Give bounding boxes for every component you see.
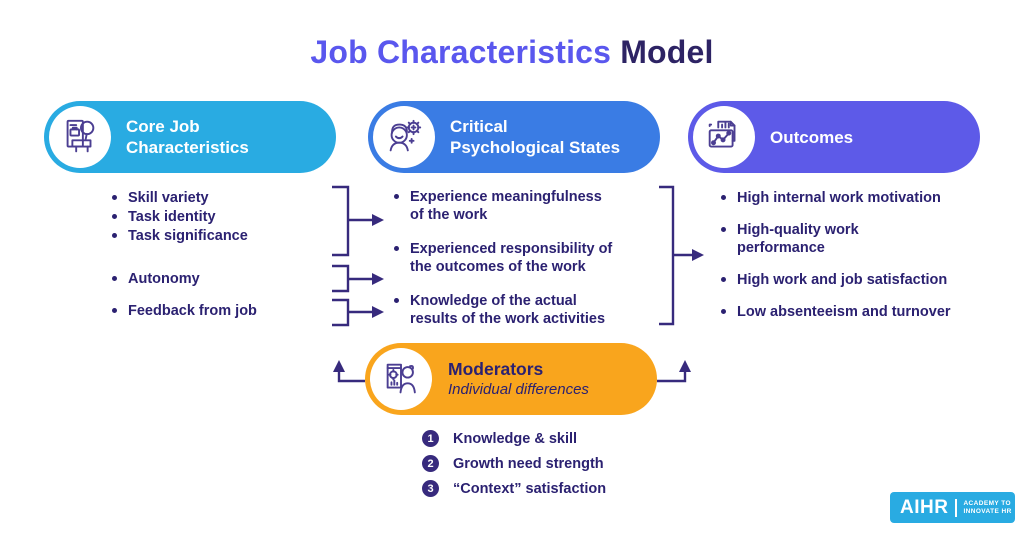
aihr-logo-tagline: ACADEMY TO INNOVATE HR <box>963 500 1011 516</box>
pill-core-title-line2: Characteristics <box>126 138 249 157</box>
pill-psych-title-line1: Critical <box>450 117 508 136</box>
bullet-icon <box>721 309 726 314</box>
list-item: Experience meaningfulness of the work <box>394 188 612 224</box>
bracket-psych-to-outcomes-arrow <box>659 185 704 326</box>
moderator-left-up-arrow <box>333 360 365 383</box>
list-item-text: Skill variety <box>128 190 209 206</box>
outcomes-list: High internal work motivation High-quali… <box>721 189 951 335</box>
moderator-right-up-arrow <box>657 360 691 383</box>
pill-core-title-line1: Core Job <box>126 117 200 136</box>
moderators-list: 1 Knowledge & skill 2 Growth need streng… <box>422 430 606 505</box>
charts-icon <box>693 106 755 168</box>
bullet-icon <box>112 233 117 238</box>
pill-outcomes: Outcomes <box>688 101 980 173</box>
bullet-icon <box>394 194 399 199</box>
list-item-text: Autonomy <box>128 271 200 287</box>
list-item-text: Feedback from job <box>128 303 257 319</box>
pill-psych-title-line2: Psychological States <box>450 138 621 157</box>
logo-divider <box>955 498 958 517</box>
tagline-line1: ACADEMY TO <box>963 499 1011 507</box>
bullet-icon <box>394 298 399 303</box>
moderators-subtitle-text: Individual differences <box>448 381 589 398</box>
list-item-text: “Context” satisfaction <box>453 480 607 497</box>
number-badge: 2 <box>422 455 439 472</box>
list-item-text: Growth need strength <box>453 455 604 472</box>
list-item-text: High internal work motivation <box>737 190 941 206</box>
number-badge: 1 <box>422 430 439 447</box>
bullet-icon <box>112 214 117 219</box>
pill-outcomes-title-line1: Outcomes <box>770 127 854 147</box>
list-item-text: the outcomes of the work <box>410 259 586 275</box>
title-rest: Model <box>620 34 714 70</box>
pill-psych-title: Critical Psychological States <box>450 116 620 158</box>
list-item-text: Knowledge & skill <box>453 430 578 447</box>
list-item-text: Experienced responsibility of <box>410 241 613 257</box>
list-item: 1 Knowledge & skill <box>422 430 606 447</box>
person-gear-icon <box>373 106 435 168</box>
pill-critical-psychological-states: Critical Psychological States <box>368 101 660 173</box>
list-item-text: Low absenteeism and turnover <box>737 304 951 320</box>
list-item: Knowledge of the actual results of the wo… <box>394 292 612 328</box>
list-item-text: results of the work activities <box>410 311 606 327</box>
bullet-icon <box>721 227 726 232</box>
tagline-line2: INNOVATE HR <box>963 507 1012 515</box>
resume-search-icon <box>49 106 111 168</box>
bracket-feedback-arrow <box>332 298 384 327</box>
list-item-text: Task significance <box>128 228 248 244</box>
list-item: Feedback from job <box>112 302 257 320</box>
list-item: Experienced responsibility of the outcome… <box>394 240 612 276</box>
aihr-logo: AIHR ACADEMY TO INNOVATE HR <box>890 492 1015 523</box>
list-item: 3 “Context” satisfaction <box>422 480 606 497</box>
list-item: High internal work motivation <box>721 189 951 207</box>
list-item: Low absenteeism and turnover <box>721 303 951 321</box>
pill-moderators: Moderators Individual differences <box>365 343 657 415</box>
list-item: Task identity <box>112 208 257 226</box>
list-item-text: Experience meaningfulness <box>410 189 602 205</box>
number-badge: 3 <box>422 480 439 497</box>
bullet-icon <box>112 276 117 281</box>
list-item-text: Task identity <box>128 209 216 225</box>
board-person-icon <box>370 348 432 410</box>
pill-core-title: Core Job Characteristics <box>126 116 249 158</box>
list-item-text: High-quality work <box>737 222 859 238</box>
title-highlight: Job Characteristics <box>310 34 612 70</box>
pill-outcomes-title: Outcomes <box>770 127 853 148</box>
list-item-text: performance <box>737 240 825 256</box>
bullet-icon <box>721 277 726 282</box>
bracket-autonomy-arrow <box>332 264 384 293</box>
bullet-icon <box>112 308 117 313</box>
bullet-icon <box>112 195 117 200</box>
pill-core-job-characteristics: Core Job Characteristics <box>44 101 336 173</box>
list-item: High work and job satisfaction <box>721 271 951 289</box>
moderators-title-text: Moderators <box>448 359 544 379</box>
list-item: Task significance <box>112 227 257 245</box>
psychological-states-list: Experience meaningfulness of the work Exp… <box>394 188 612 344</box>
bracket-core-group1-arrow <box>332 185 384 257</box>
bullet-icon <box>721 195 726 200</box>
list-item: High-quality work performance <box>721 221 951 257</box>
list-item: Autonomy <box>112 270 257 288</box>
list-item: 2 Growth need strength <box>422 455 606 472</box>
core-characteristics-list: Skill variety Task identity Task signifi… <box>112 189 257 321</box>
list-item-text: of the work <box>410 207 488 223</box>
aihr-logo-text: AIHR <box>900 496 949 518</box>
pill-moderators-title: Moderators Individual differences <box>448 359 589 399</box>
list-item-text: High work and job satisfaction <box>737 272 948 288</box>
bullet-icon <box>394 246 399 251</box>
list-item: Skill variety <box>112 189 257 207</box>
list-item-text: Knowledge of the actual <box>410 293 577 309</box>
